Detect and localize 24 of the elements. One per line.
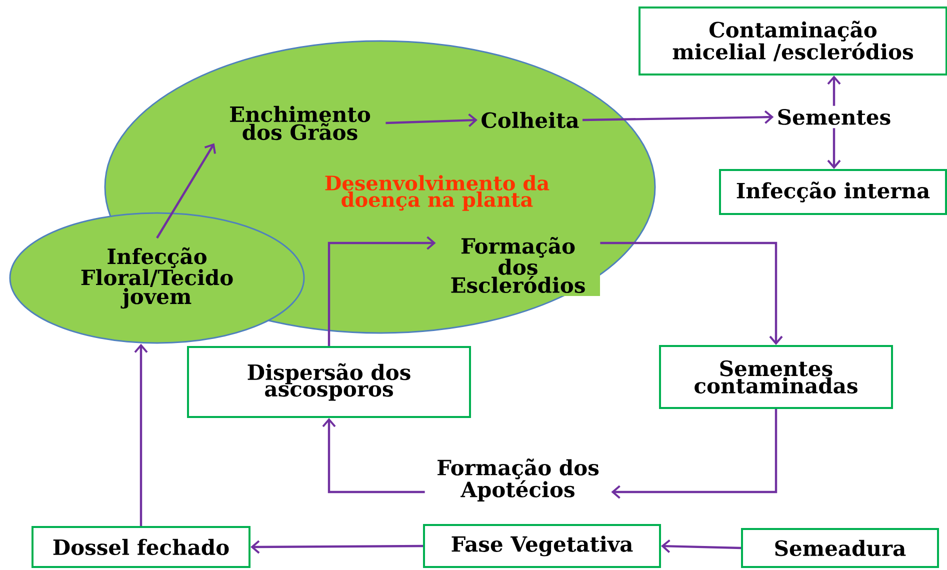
elbow-arrow: [611, 409, 778, 499]
stage-box: Contaminação micelial /escleródios: [638, 6, 947, 76]
stage-box: Sementes contaminadas: [659, 345, 894, 409]
arrow: [134, 344, 148, 526]
arrow: [661, 539, 742, 553]
arrow: [156, 143, 216, 239]
stage-label: Sementes: [774, 106, 894, 128]
elbow-arrow: [322, 418, 425, 494]
elbow-arrow: [600, 242, 783, 345]
arrow: [827, 128, 841, 169]
stage-box: Semeadura: [741, 528, 940, 568]
stage-label: Formação dos Escleródios: [436, 234, 600, 296]
elbow-arrow: [328, 236, 436, 346]
arrow: [386, 114, 478, 127]
arrow: [250, 540, 424, 554]
stage-label: Colheita: [478, 108, 582, 132]
stage-box: Infecção interna: [719, 169, 947, 215]
arrow: [827, 76, 841, 106]
stage-label: Formação dos Apotécios: [425, 456, 611, 504]
stage-label: Enchimento dos Grãos: [214, 102, 386, 144]
stage-box: Fase Vegetativa: [423, 524, 661, 568]
arrow: [582, 110, 774, 124]
stage-box: Dispersão dos ascosporos: [187, 346, 471, 418]
stage-box: Dossel fechado: [32, 526, 250, 568]
